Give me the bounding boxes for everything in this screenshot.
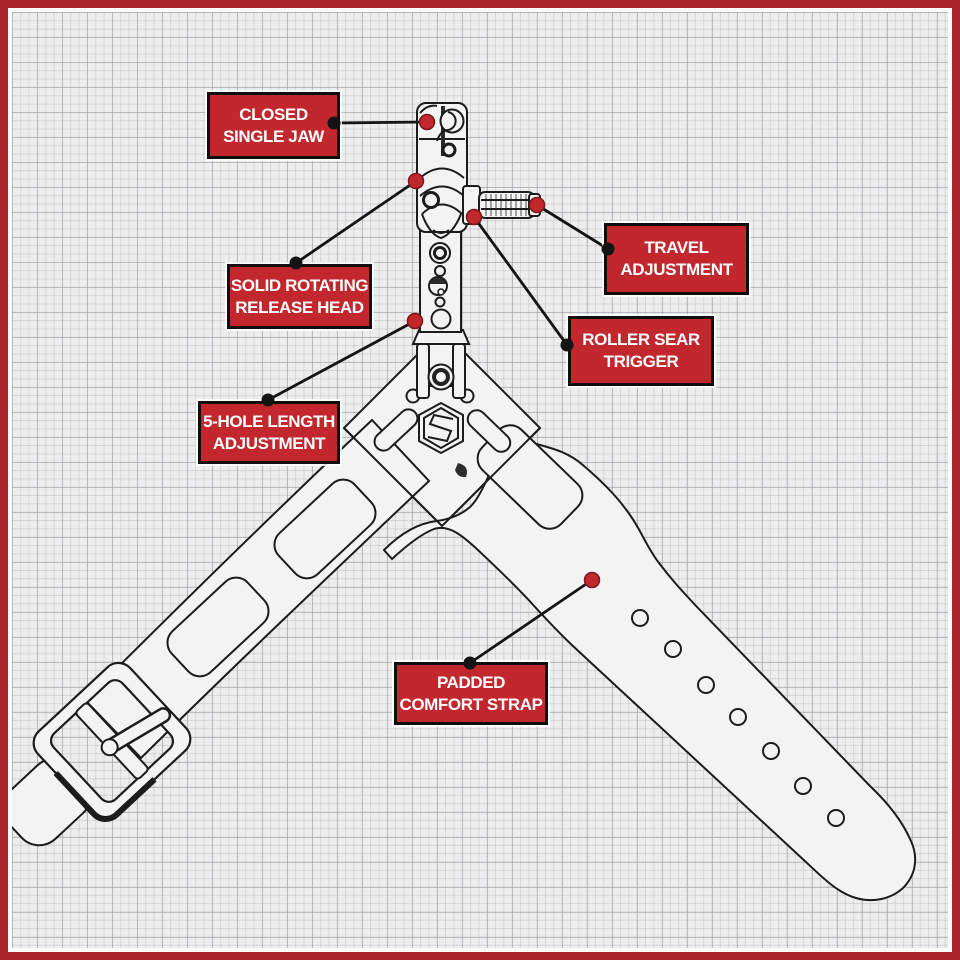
pointer-dot-5-hole — [406, 312, 424, 330]
callout-text-line: 5-HOLE LENGTH — [203, 411, 335, 431]
callout-text-line: ROLLER SEAR — [582, 330, 700, 349]
callout-text-line: TRIGGER — [603, 352, 679, 371]
pointer-dot-trigger — [465, 208, 483, 226]
buckle-prong-pivot — [100, 738, 119, 757]
buckle-prong — [104, 709, 169, 753]
callout-line-roller-sear — [472, 216, 569, 346]
callout-text-line: COMFORT STRAP — [399, 694, 543, 714]
strap-holes — [631, 609, 845, 827]
callout-text-line: TRAVEL — [644, 238, 709, 257]
callout-text-line: ADJUSTMENT — [620, 260, 733, 279]
jaw-detail — [419, 104, 465, 142]
callout-text-line: RELEASE HEAD — [235, 297, 364, 317]
callout-text-line: SOLID ROTATING — [230, 275, 369, 295]
left-strap-pad-1 — [273, 478, 377, 580]
callout-text-line: ADJUSTMENT — [212, 433, 326, 453]
pointer-dot-travel — [528, 196, 546, 214]
callout-line-travel-adjustment — [536, 203, 609, 251]
release-head-drawing — [416, 102, 468, 240]
right-strap-drawing — [382, 432, 917, 902]
callout-travel-adjustment: TRAVEL ADJUSTMENT — [604, 223, 749, 295]
pivot-bolt-ring — [432, 368, 450, 386]
left-keeper-slot — [373, 408, 419, 452]
callout-closed-single-jaw: CLOSED SINGLE JAW — [207, 92, 340, 159]
pointer-dots — [406, 113, 601, 589]
callout-roller-sear-trigger: ROLLER SEAR TRIGGER — [568, 316, 714, 386]
callout-lines — [267, 120, 609, 665]
callout-line-padded-strap — [469, 578, 593, 665]
trigger-barrel-drawing — [462, 185, 541, 225]
callout-line-solid-rotating — [295, 179, 417, 265]
clevis-bar-left — [416, 343, 430, 399]
callout-solid-rotating-release-head: SOLID ROTATING RELEASE HEAD — [227, 264, 372, 329]
callout-text-line: PADDED — [436, 672, 506, 692]
pointer-dot-jaw — [418, 113, 436, 131]
length-adjustment-holes — [428, 242, 452, 330]
mount-plate-edge — [343, 427, 541, 528]
buckle-shaded-edge — [53, 770, 157, 823]
strap-fold-detail — [455, 463, 467, 478]
pointer-dot-release-head — [407, 172, 425, 190]
callout-line-5-hole — [267, 319, 416, 402]
left-strap-pad-2 — [166, 576, 270, 678]
rotating-head-segments — [419, 167, 465, 240]
buckle-drawing — [1, 661, 192, 847]
s-logo-badge — [418, 401, 464, 455]
pointer-dot-strap — [583, 571, 601, 589]
callout-text-line: CLOSED — [239, 104, 308, 124]
clevis-bar-right — [452, 343, 466, 399]
callout-5-hole-length-adjustment: 5-HOLE LENGTH ADJUSTMENT — [198, 401, 340, 464]
callout-text-line: SINGLE JAW — [223, 126, 324, 146]
callout-padded-comfort-strap: PADDED COMFORT STRAP — [394, 662, 548, 725]
left-strap-drawing — [83, 418, 431, 760]
right-keeper-slot — [466, 409, 512, 453]
callout-line-closed-single-jaw — [333, 120, 428, 125]
